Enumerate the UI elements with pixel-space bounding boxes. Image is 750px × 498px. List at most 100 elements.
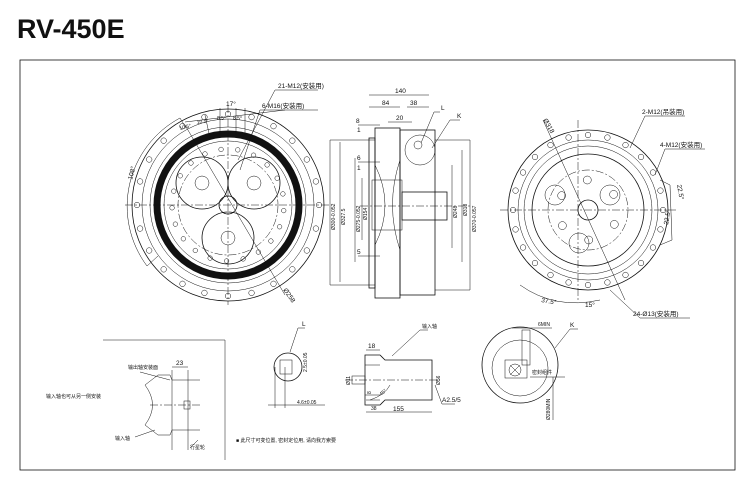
dia-56: Ø56 [436, 375, 442, 385]
bolt-hole [558, 221, 567, 230]
angle-17: 17° [226, 100, 236, 108]
page-title: RV-450E [17, 14, 125, 44]
bolt-hole [512, 187, 519, 194]
bolt-hole [274, 175, 280, 181]
bolt-hole [584, 281, 592, 289]
bolt-hole [604, 134, 611, 141]
rear-lift-holes: 2-M12(吊装用) [642, 107, 684, 116]
dim-84: 84 [382, 100, 390, 107]
bolt-hole [188, 160, 194, 166]
bolt-hole [179, 280, 186, 287]
bolt-hole [565, 134, 572, 141]
front-holes-b-label: 6-M16(安装用) [262, 101, 304, 110]
mounting-detail: 输入轴也可从另一侧安装 输出轴安装面 23 输入轴 行星轮 [46, 339, 226, 460]
bolt-hole [146, 156, 153, 163]
label-planet-gear: 行星轮 [190, 444, 205, 451]
dia-370: Ø370-0.057 [472, 205, 478, 232]
bolt-hole [519, 169, 527, 176]
bolt-hole [604, 279, 611, 286]
input-shaft-label: 输入轴 [422, 323, 437, 330]
dim-8: 8 [367, 391, 373, 394]
bolt-hole [255, 249, 261, 255]
bolt-hole [270, 280, 277, 287]
dia-318: Ø318 [463, 204, 469, 216]
front-view: 21-M12(安装用) 6-M16(安装用) 17° 10.5° 10.5° 8… [125, 81, 330, 305]
bolt-hole [584, 131, 592, 139]
bolt-hole [207, 255, 213, 261]
bolt-hole [146, 247, 153, 254]
side-view: 140 84 38 20 8 1 6 1 5 Ø300-0.052 Ø327.5… [329, 88, 478, 299]
bolt-hole [565, 279, 572, 286]
bolt-hole [649, 169, 657, 176]
bolt-hole [177, 173, 183, 179]
label-input-shaft: 输入轴 [115, 435, 130, 442]
bolt-hole [133, 201, 141, 209]
rear-view: 2-M12(吊装用) 4-M12(安装用) 22.5° 22.5° 37.5° … [500, 107, 705, 319]
bolt-hole [584, 235, 593, 245]
bolt-hole [312, 178, 319, 185]
bolt-hole [303, 156, 310, 163]
drawing-frame [19, 59, 736, 471]
callout-k: K [457, 113, 462, 120]
label-output-face: 输出轴安装面 [128, 364, 158, 371]
bolt-hole [251, 152, 257, 158]
dim-6: 6 [357, 155, 361, 162]
dim-20: 20 [396, 115, 404, 122]
bolt-hole [609, 190, 618, 199]
note-install-side: 输入轴也可从另一侧安装 [46, 393, 101, 400]
bolt-hole [315, 201, 323, 209]
bolt-hole [270, 123, 277, 130]
dia-280min: Ø280MIN [546, 398, 552, 420]
bolt-hole [218, 146, 224, 152]
bolt-hole [179, 123, 186, 130]
dim-1: 1 [357, 165, 361, 172]
bolt-hole [637, 153, 645, 161]
detail-k-label: K [570, 322, 575, 329]
detail-k-callout [404, 134, 436, 166]
dim-2-5: 2.5±0.05 [303, 352, 309, 372]
bolt-hole [512, 226, 519, 233]
bolt-hole [519, 244, 527, 251]
bolt-hole [248, 114, 255, 121]
dia-248: Ø248 [453, 206, 459, 218]
angle-10-5: 10.5° [179, 123, 192, 132]
dim-38: 38 [371, 406, 377, 412]
bolt-hole [622, 271, 629, 279]
bolt-hole [171, 188, 177, 194]
angle-37-5: 37.5° [541, 296, 558, 307]
detail-l-label: L [302, 321, 306, 328]
bolt-hole [264, 162, 270, 168]
front-holes-a-label: 21-M12(安装用) [278, 81, 324, 90]
dim-23: 23 [176, 360, 184, 367]
bolt-hole [137, 178, 144, 185]
angle-22-5: 22.5° [662, 209, 673, 226]
dim-140: 140 [395, 88, 406, 95]
bolt-hole [240, 256, 246, 262]
bolt-hole [281, 208, 287, 214]
rear-holes-24: 24-Ø13(安装用) [633, 309, 679, 318]
callout-l: L [441, 105, 445, 112]
footnote: ■ 此尺寸可变位置, 密封定位用, 请向我方索要 [236, 437, 336, 444]
dim-8: 8 [356, 118, 360, 125]
bolt-hole [192, 247, 198, 254]
angle-10-5: 10.5° [196, 118, 208, 126]
rear-mount-holes: 4-M12(安装用) [660, 140, 702, 149]
bolt-hole [289, 137, 296, 144]
dia-11: Ø11 [346, 376, 352, 385]
bolt-hole [637, 259, 645, 267]
angle-45: 45° [378, 388, 388, 397]
dim-6min: 6MIN [538, 322, 550, 328]
bolt-hole [172, 221, 178, 227]
bolt-hole [280, 191, 286, 197]
dia-318: Ø318 [541, 118, 555, 136]
bolt-hole [547, 271, 554, 279]
bolt-hole [547, 141, 554, 149]
angle-22-5: 22.5° [675, 184, 686, 201]
bolt-hole [201, 289, 208, 296]
bolt-hole [610, 220, 619, 229]
bolt-hole [169, 205, 175, 211]
bolt-hole [649, 244, 657, 251]
bolt-hole [557, 191, 566, 200]
detail-k: 6MIN K 密封组件 Ø280MIN [481, 322, 578, 420]
